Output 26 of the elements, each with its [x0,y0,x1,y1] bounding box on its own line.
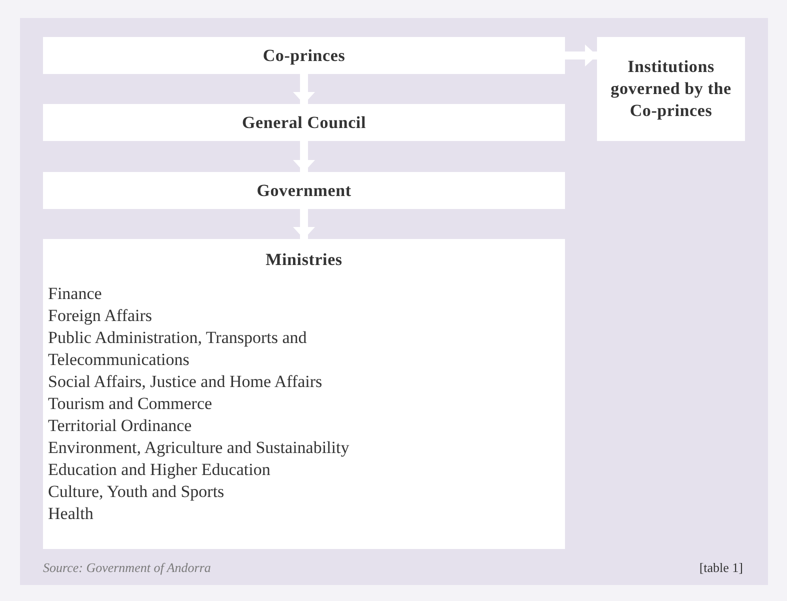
arrow [293,141,315,172]
box-title: Co-princes [262,44,346,66]
ministry-item: Foreign Affairs [48,305,152,327]
arrow [565,44,597,66]
arrow [293,209,315,239]
org-box [43,37,565,74]
org-box [597,37,745,141]
ministry-item: Tourism and Commerce [48,393,212,415]
ministry-item: Finance [48,283,102,305]
ministry-item: Health [48,503,94,525]
ministry-item: Public Administration, Transports and Telecommunications [48,327,308,371]
org-box [43,104,565,141]
table-reference: [table 1] [699,559,743,577]
arrow [293,74,315,104]
org-box [43,239,565,549]
ministry-item: Territorial Ordinance [48,415,192,437]
ministry-item: Environment, Agriculture and Sustainability [48,437,350,459]
ministry-item: Education and Higher Education [48,459,270,481]
box-title: Government [256,180,352,202]
source-note: Source: Government of Andorra [43,559,211,577]
box-title: General Council [242,112,366,134]
ministry-item: Culture, Youth and Sports [48,481,224,503]
box-title: Institutions governed by the Co-princes [610,56,732,122]
box-title: Ministries [266,249,342,271]
ministry-item: Social Affairs, Justice and Home Affairs [48,371,322,393]
org-box [43,172,565,209]
